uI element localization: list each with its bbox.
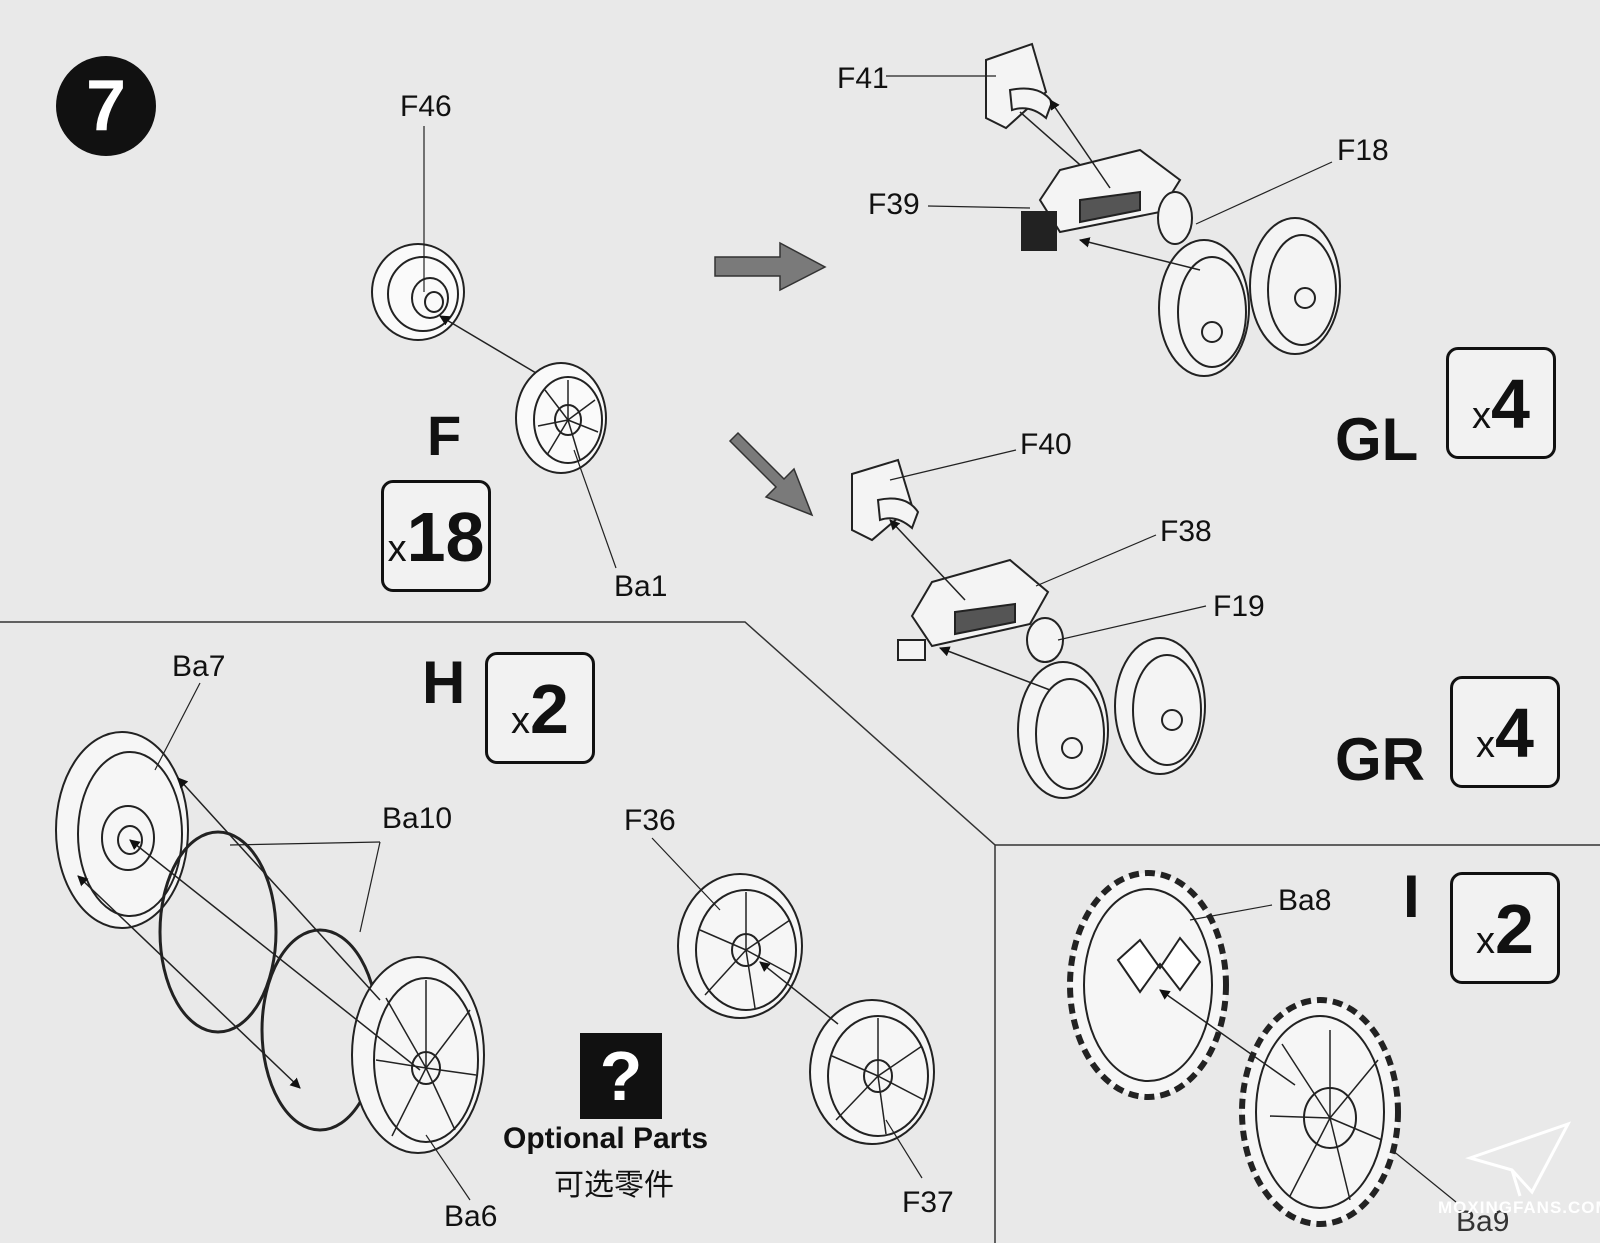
quantity-value: 4	[1491, 365, 1530, 443]
gr-arrow-2	[939, 646, 1051, 691]
leader-lines	[154, 75, 1457, 1203]
assembly-letter-gr: GR	[1335, 726, 1425, 793]
quantity-x: x	[1472, 395, 1492, 437]
optional-wheel-f36-icon	[677, 873, 803, 1019]
quantity-value: 18	[406, 498, 485, 576]
part-label-f40: F40	[1020, 428, 1072, 461]
optional-arrow	[759, 961, 839, 1025]
part-label-f19: F19	[1213, 590, 1265, 623]
ring-ba10-icon	[158, 830, 380, 1132]
quantity-box-i: x2	[1450, 872, 1560, 984]
part-label-ba8: Ba8	[1278, 884, 1332, 917]
part-label-ba6: Ba6	[444, 1200, 498, 1233]
part-label-ba7: Ba7	[172, 650, 226, 683]
part-label-ba1: Ba1	[614, 570, 668, 603]
wheel-ba1-icon	[515, 362, 607, 474]
assembly-arrow-f	[439, 315, 537, 374]
assembly-letter-h: H	[422, 649, 466, 716]
gl-assembly-icon	[985, 42, 1341, 377]
grey-arrow-right-icon	[714, 241, 827, 292]
quantity-box-h: x2	[485, 652, 595, 764]
watermark-logo-icon	[1465, 1121, 1572, 1197]
quantity-box-f: x18	[381, 480, 491, 592]
h-arrow-3	[129, 839, 421, 1071]
grey-arrow-down-icon	[728, 431, 814, 517]
assembly-letter-gl: GL	[1335, 406, 1419, 473]
gr-assembly-icon	[851, 458, 1206, 799]
step-number-icon: 7	[56, 56, 156, 156]
part-label-f18: F18	[1337, 134, 1389, 167]
quantity-x: x	[1476, 724, 1496, 766]
assembly-letter-f: F	[427, 404, 462, 467]
part-label-f39: F39	[868, 188, 920, 221]
gl-arrow-2	[1078, 237, 1201, 271]
h-arrow-1	[177, 777, 381, 1001]
watermark-text: MOXINGFANS.COM	[1438, 1198, 1600, 1217]
sprocket-ba9-icon	[1239, 997, 1401, 1227]
part-label-f36: F36	[624, 804, 676, 837]
part-label-ba10: Ba10	[382, 802, 453, 835]
gl-arrow-1	[1049, 99, 1111, 189]
optional-part-icon: ?	[580, 1033, 662, 1119]
quantity-box-gr: x4	[1450, 676, 1560, 788]
quantity-box-gl: x4	[1446, 347, 1556, 459]
i-arrow	[1159, 989, 1296, 1086]
optional-parts-label: Optional Parts	[503, 1122, 709, 1155]
part-label-ba9: Ba9	[1456, 1205, 1510, 1238]
part-label-f37: F37	[902, 1186, 954, 1219]
panel-dividers	[0, 621, 1600, 1243]
idler-ba7-icon	[55, 731, 189, 929]
wheel-f46-icon	[371, 243, 465, 341]
part-label-f38: F38	[1160, 515, 1212, 548]
quantity-x: x	[387, 528, 407, 570]
gr-arrow-1	[889, 519, 966, 601]
idler-ba6-icon	[351, 956, 485, 1154]
assembly-letter-i: I	[1403, 863, 1420, 930]
quantity-value: 2	[1495, 890, 1534, 968]
optional-parts-label-cn: 可选零件	[554, 1168, 674, 1203]
optional-wheel-f37-icon	[809, 999, 935, 1145]
part-label-f46: F46	[400, 90, 452, 123]
sprocket-ba8-icon	[1067, 870, 1229, 1100]
quantity-x: x	[1476, 920, 1496, 962]
h-arrow-2	[77, 875, 301, 1089]
quantity-value: 4	[1495, 694, 1534, 772]
quantity-x: x	[511, 700, 531, 742]
part-label-f41: F41	[837, 62, 889, 95]
quantity-value: 2	[530, 670, 569, 748]
